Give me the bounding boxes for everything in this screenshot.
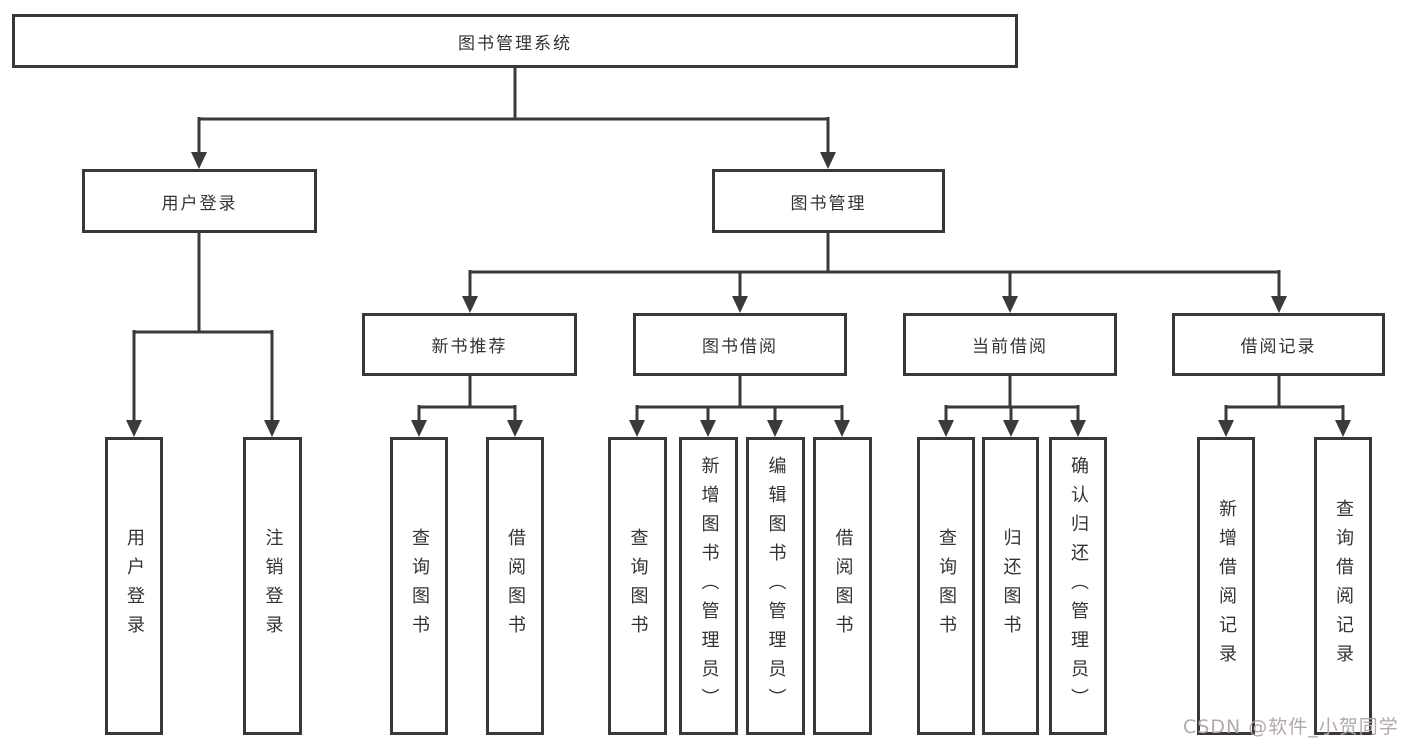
node-label: 当前借阅 bbox=[972, 337, 1048, 357]
connector-root bbox=[191, 68, 836, 169]
connector-book-borrow bbox=[629, 376, 850, 437]
node-label: 确认归还（管理员） bbox=[1068, 455, 1089, 717]
node-label: 查询图书 bbox=[409, 528, 430, 644]
connector-new-book-recommend bbox=[411, 376, 523, 437]
node-label: 用户登录 bbox=[161, 193, 238, 214]
node-book-borrow: 图书借阅 bbox=[633, 313, 847, 376]
leaf-add-book-admin: 新增图书（管理员） bbox=[679, 437, 738, 735]
node-label: 编辑图书（管理员） bbox=[765, 455, 787, 717]
node-label: 图书管理系统 bbox=[458, 33, 572, 54]
node-label: 归还图书 bbox=[1000, 528, 1022, 644]
node-label: 借阅记录 bbox=[1240, 337, 1317, 357]
node-borrow-records: 借阅记录 bbox=[1172, 313, 1385, 376]
leaf-query-books-2: 查询图书 bbox=[608, 437, 667, 735]
node-label: 新书推荐 bbox=[431, 337, 508, 357]
node-label: 图书管理 bbox=[790, 193, 867, 214]
leaf-return-books: 归还图书 bbox=[982, 437, 1039, 735]
node-label: 新增图书（管理员） bbox=[698, 455, 720, 717]
node-root: 图书管理系统 bbox=[12, 14, 1018, 68]
leaf-edit-book-admin: 编辑图书（管理员） bbox=[746, 437, 805, 735]
node-current-borrow: 当前借阅 bbox=[903, 313, 1117, 376]
leaf-borrow-books-2: 借阅图书 bbox=[813, 437, 872, 735]
node-label: 查询图书 bbox=[936, 528, 957, 644]
node-label: 注销登录 bbox=[262, 528, 284, 644]
leaf-borrow-books-1: 借阅图书 bbox=[486, 437, 544, 735]
connector-borrow-records bbox=[1218, 376, 1351, 437]
node-user-login: 用户登录 bbox=[82, 169, 317, 233]
leaf-logout: 注销登录 bbox=[243, 437, 302, 735]
node-label: 查询借阅记录 bbox=[1333, 499, 1354, 673]
node-label: 用户登录 bbox=[124, 528, 145, 644]
node-label: 借阅图书 bbox=[505, 528, 526, 644]
csdn-watermark: CSDN @软件_小贺同学 bbox=[1183, 716, 1399, 738]
leaf-confirm-return-admin: 确认归还（管理员） bbox=[1049, 437, 1107, 735]
node-label: 借阅图书 bbox=[832, 528, 854, 644]
connector-current-borrow bbox=[938, 376, 1086, 437]
node-book-management: 图书管理 bbox=[712, 169, 945, 233]
leaf-user-login: 用户登录 bbox=[105, 437, 163, 735]
node-label: 图书借阅 bbox=[702, 337, 778, 357]
node-label: 查询图书 bbox=[627, 528, 649, 644]
node-label: 新增借阅记录 bbox=[1216, 499, 1237, 673]
connector-user-login bbox=[126, 233, 280, 437]
leaf-query-books-3: 查询图书 bbox=[917, 437, 975, 735]
connector-book-management bbox=[462, 233, 1287, 313]
node-new-book-recommend: 新书推荐 bbox=[362, 313, 577, 376]
leaf-query-books-1: 查询图书 bbox=[390, 437, 448, 735]
leaf-add-borrow-record: 新增借阅记录 bbox=[1197, 437, 1255, 735]
leaf-query-borrow-record: 查询借阅记录 bbox=[1314, 437, 1372, 735]
